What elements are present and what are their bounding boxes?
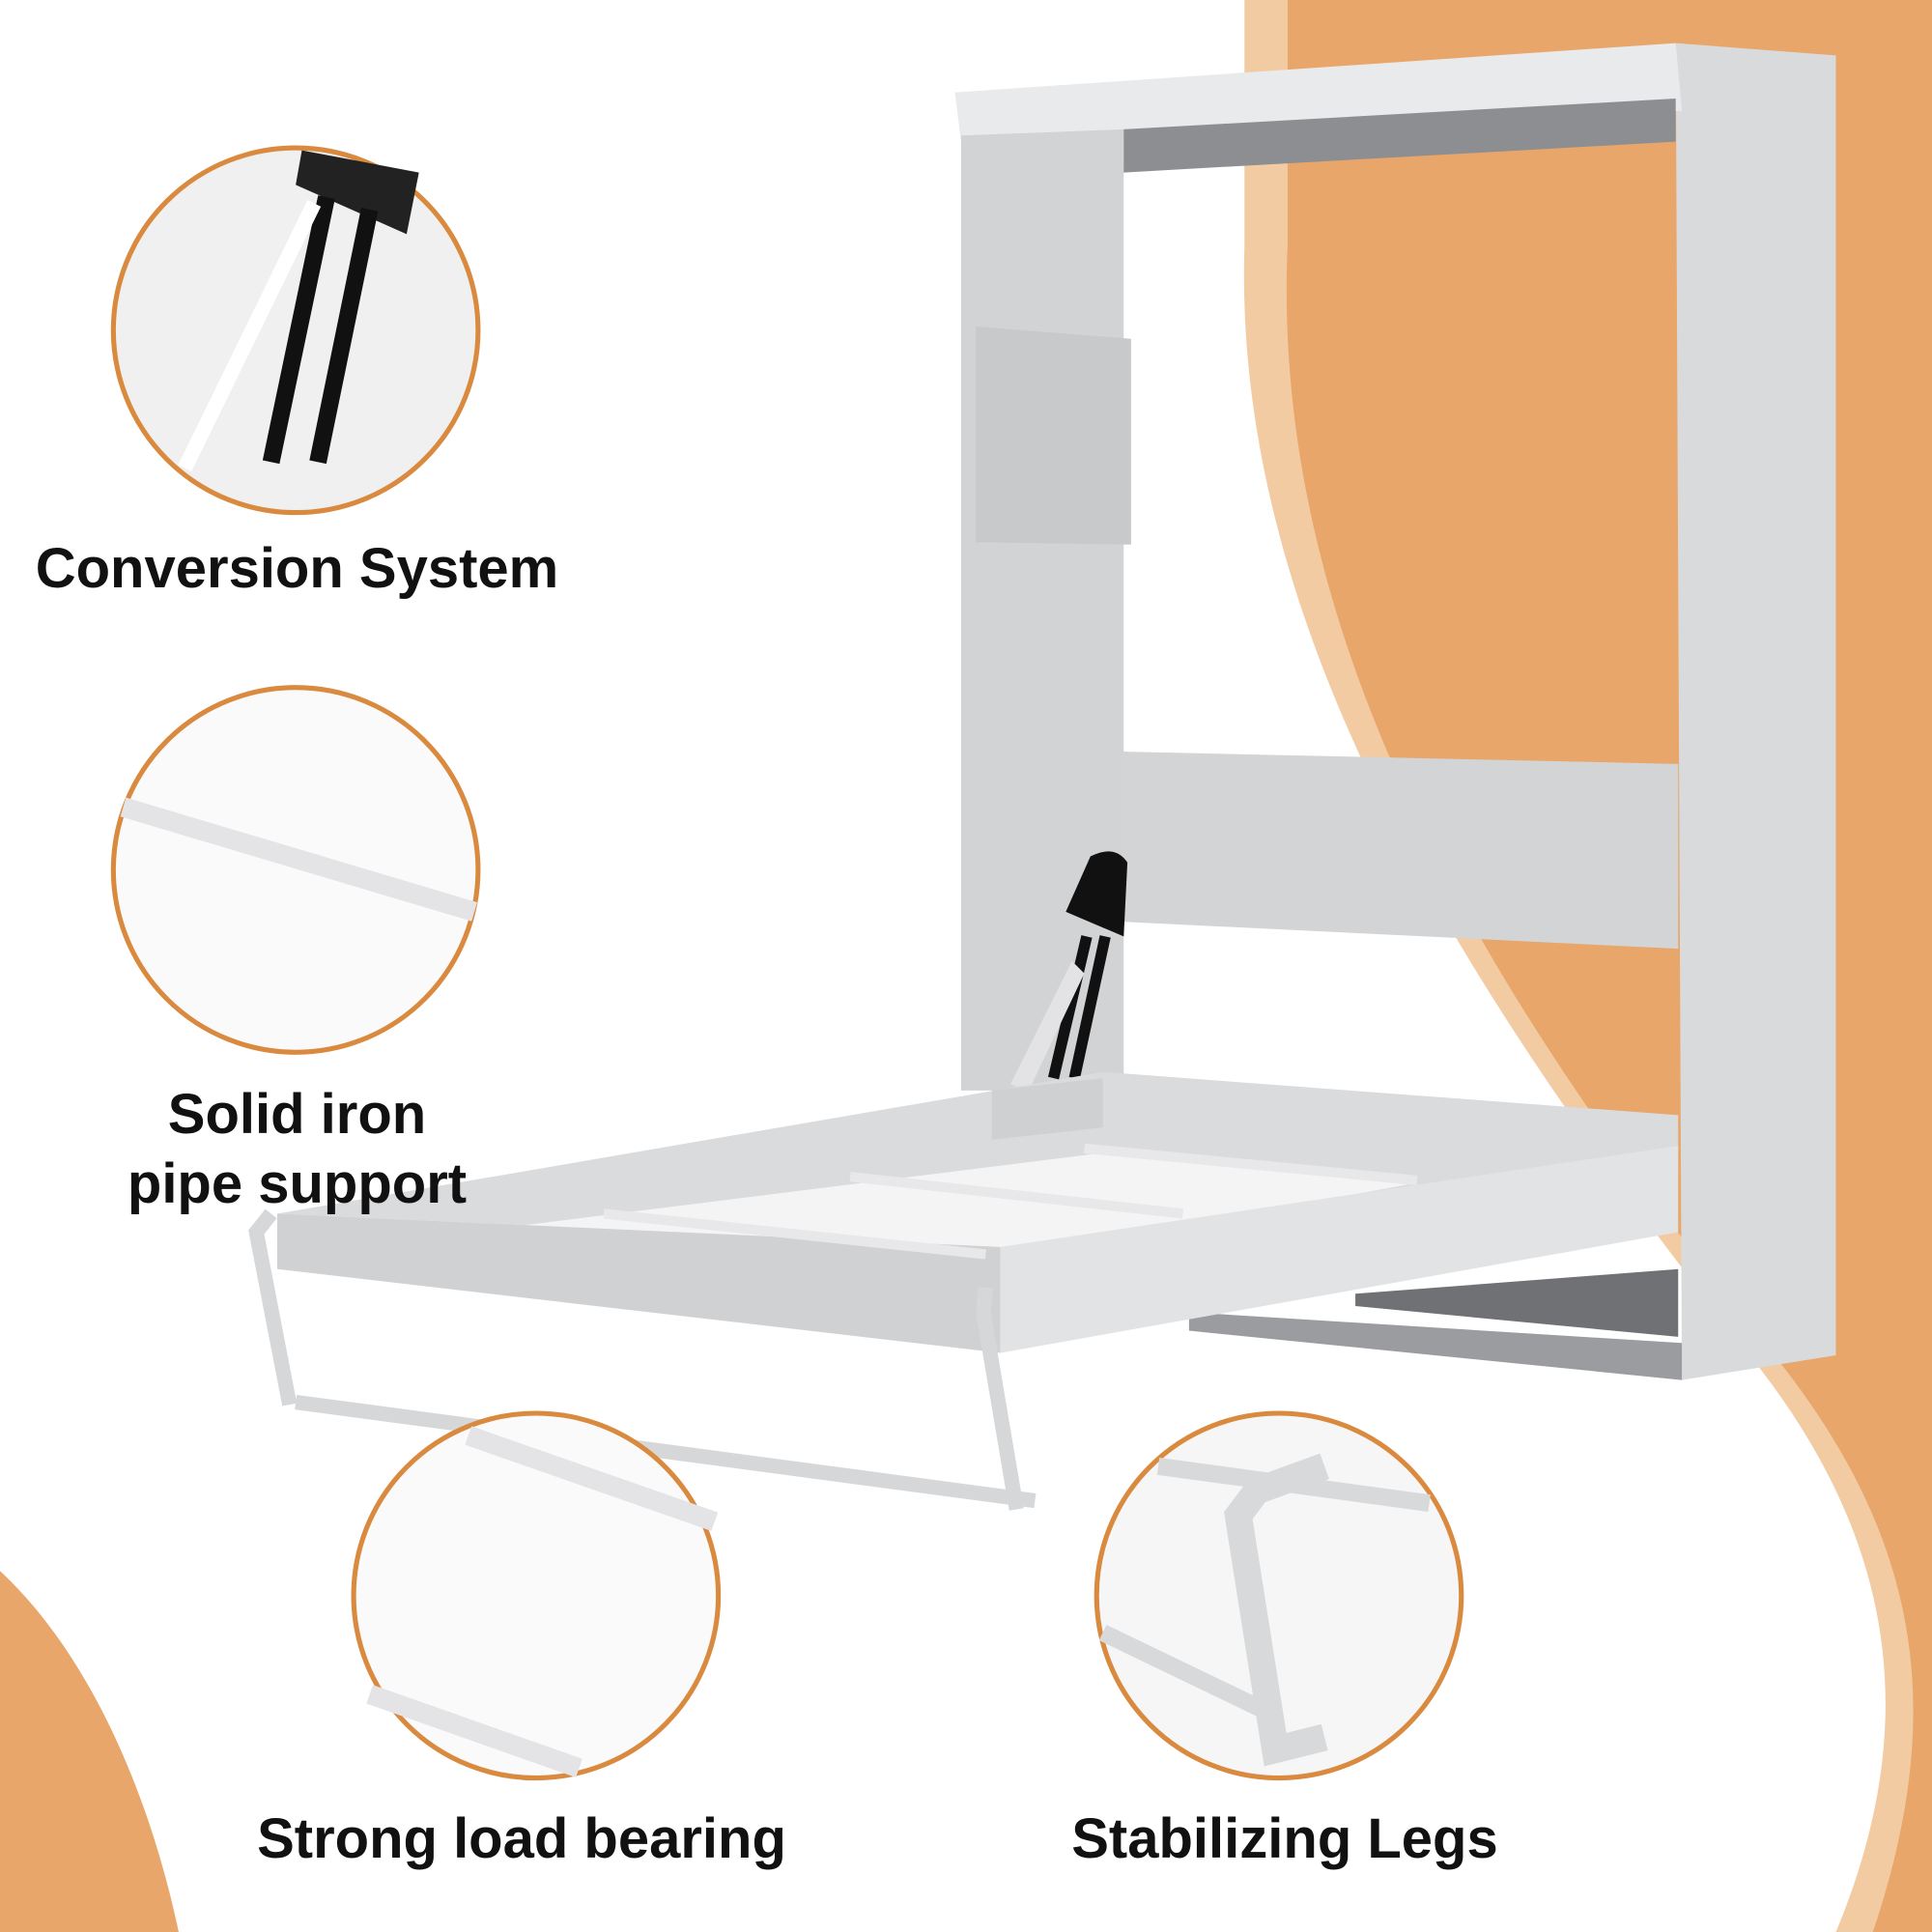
detail-circle-legs	[1094, 1410, 1464, 1781]
detail-circle-pipe	[110, 685, 481, 1055]
label-stabilizing-legs: Stabilizing Legs	[1071, 1807, 1498, 1870]
label-solid-iron-line1: Solid iron	[167, 1083, 427, 1146]
label-conversion-system: Conversion System	[35, 537, 559, 600]
bed-frame	[276, 1071, 1679, 1353]
bed-legs	[248, 1208, 1037, 1511]
cabinet	[954, 43, 1836, 1380]
gas-spring	[1009, 851, 1128, 1091]
label-solid-iron-line2: pipe support	[127, 1152, 468, 1215]
detail-circle-conversion	[110, 145, 481, 516]
orange-blob-bottom-left	[0, 1571, 179, 1932]
detail-circle-load	[351, 1410, 722, 1781]
label-strong-load-bearing: Strong load bearing	[257, 1807, 786, 1870]
